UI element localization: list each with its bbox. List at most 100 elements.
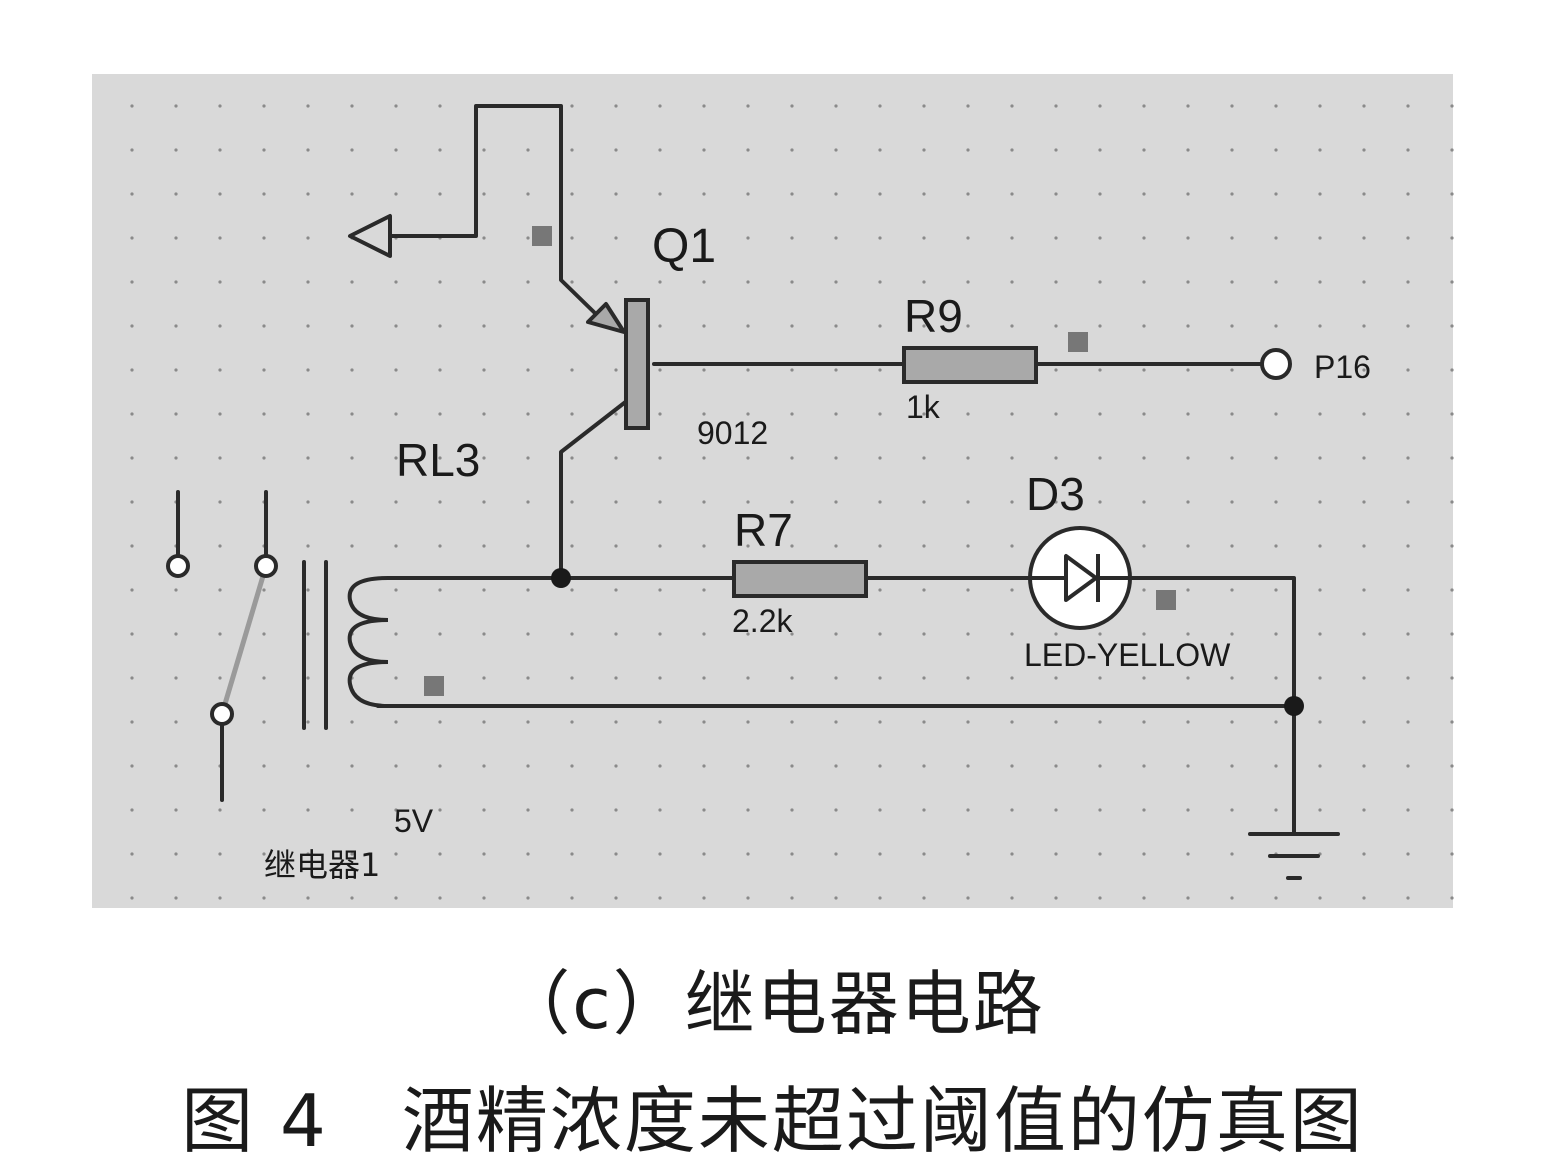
grid-dot bbox=[1010, 676, 1014, 680]
grid-dot bbox=[130, 148, 134, 152]
grid-dot bbox=[1054, 324, 1058, 328]
grid-dot bbox=[350, 280, 354, 284]
grid-dot bbox=[1054, 456, 1058, 460]
grid-dot bbox=[790, 720, 794, 724]
relay-name-label: 继电器1 bbox=[264, 846, 380, 884]
grid-dot bbox=[702, 104, 706, 108]
grid-dot bbox=[834, 104, 838, 108]
grid-dot bbox=[1406, 412, 1410, 416]
grid-dot bbox=[702, 148, 706, 152]
grid-dot bbox=[1054, 104, 1058, 108]
grid-dot bbox=[614, 852, 618, 856]
grid-dot bbox=[174, 368, 178, 372]
d3-led bbox=[1028, 526, 1132, 630]
grid-dot bbox=[746, 324, 750, 328]
grid-dot bbox=[1318, 764, 1322, 768]
grid-dot bbox=[306, 676, 310, 680]
grid-dot bbox=[922, 148, 926, 152]
grid-dot bbox=[1142, 632, 1146, 636]
grid-dot bbox=[790, 236, 794, 240]
grid-dot bbox=[438, 588, 442, 592]
grid-dot bbox=[1230, 544, 1234, 548]
p16-label: P16 bbox=[1314, 349, 1371, 385]
grid-dot bbox=[658, 412, 662, 416]
grid-dot bbox=[1406, 500, 1410, 504]
grid-dot bbox=[262, 764, 266, 768]
grid-dot bbox=[262, 676, 266, 680]
grid-dot bbox=[790, 192, 794, 196]
grid-dot bbox=[1274, 456, 1278, 460]
grid-dot bbox=[350, 544, 354, 548]
grid-dot bbox=[1362, 544, 1366, 548]
grid-dot bbox=[834, 148, 838, 152]
grid-dot bbox=[394, 896, 398, 900]
grid-dot bbox=[1186, 808, 1190, 812]
grid-dot bbox=[1186, 588, 1190, 592]
grid-dot bbox=[350, 808, 354, 812]
grid-dot bbox=[1406, 676, 1410, 680]
grid-dot bbox=[1318, 104, 1322, 108]
grid-dot bbox=[746, 676, 750, 680]
grid-dot bbox=[482, 808, 486, 812]
grid-dot bbox=[702, 852, 706, 856]
grid-dot bbox=[658, 764, 662, 768]
grid-dot bbox=[658, 896, 662, 900]
grid-dot bbox=[1142, 456, 1146, 460]
grid-dot bbox=[1098, 324, 1102, 328]
grid-dot bbox=[878, 808, 882, 812]
grid-dot bbox=[834, 192, 838, 196]
grid-dot bbox=[878, 236, 882, 240]
grid-dot bbox=[262, 632, 266, 636]
grid-dot bbox=[1362, 456, 1366, 460]
grid-dot bbox=[746, 544, 750, 548]
grid-dot bbox=[1274, 808, 1278, 812]
grid-dot bbox=[1230, 236, 1234, 240]
grid-dot bbox=[1318, 588, 1322, 592]
grid-dot bbox=[1142, 148, 1146, 152]
grid-dot bbox=[1230, 632, 1234, 636]
grid-dot bbox=[966, 280, 970, 284]
grid-dot bbox=[570, 148, 574, 152]
grid-dot bbox=[482, 412, 486, 416]
grid-dot bbox=[394, 544, 398, 548]
grid-dot bbox=[702, 720, 706, 724]
grid-dot bbox=[350, 896, 354, 900]
grid-dot bbox=[1230, 104, 1234, 108]
grid-dot bbox=[218, 280, 222, 284]
grid-dot bbox=[790, 148, 794, 152]
grid-dot bbox=[746, 632, 750, 636]
grid-dot bbox=[526, 852, 530, 856]
grid-dot bbox=[922, 764, 926, 768]
grid-dot bbox=[262, 148, 266, 152]
grid-dot bbox=[1010, 896, 1014, 900]
grid-dot bbox=[174, 324, 178, 328]
grid-dot bbox=[1274, 280, 1278, 284]
grid-dot bbox=[1054, 808, 1058, 812]
grid-dot bbox=[174, 676, 178, 680]
grid-dot bbox=[130, 412, 134, 416]
grid-dot bbox=[658, 588, 662, 592]
grid-dot bbox=[570, 588, 574, 592]
grid-dot bbox=[790, 280, 794, 284]
grid-dot bbox=[570, 720, 574, 724]
q1-transistor bbox=[586, 298, 650, 430]
grid-dot bbox=[1186, 324, 1190, 328]
grid-dot bbox=[790, 808, 794, 812]
grid-dot bbox=[394, 324, 398, 328]
grid-dot bbox=[1362, 104, 1366, 108]
grid-dot bbox=[262, 324, 266, 328]
grid-dot bbox=[130, 764, 134, 768]
grid-dot bbox=[130, 192, 134, 196]
grid-dot bbox=[482, 236, 486, 240]
grid-dot bbox=[878, 192, 882, 196]
grid-dot bbox=[394, 852, 398, 856]
grid-dot bbox=[130, 544, 134, 548]
junction-dot-bottom bbox=[1284, 696, 1304, 716]
grid-dot bbox=[482, 368, 486, 372]
grid-dot bbox=[1054, 764, 1058, 768]
grid-dot bbox=[790, 500, 794, 504]
grid-dot bbox=[1010, 324, 1014, 328]
grid-dot bbox=[174, 456, 178, 460]
grid-dot bbox=[966, 500, 970, 504]
grid-dot bbox=[1142, 192, 1146, 196]
